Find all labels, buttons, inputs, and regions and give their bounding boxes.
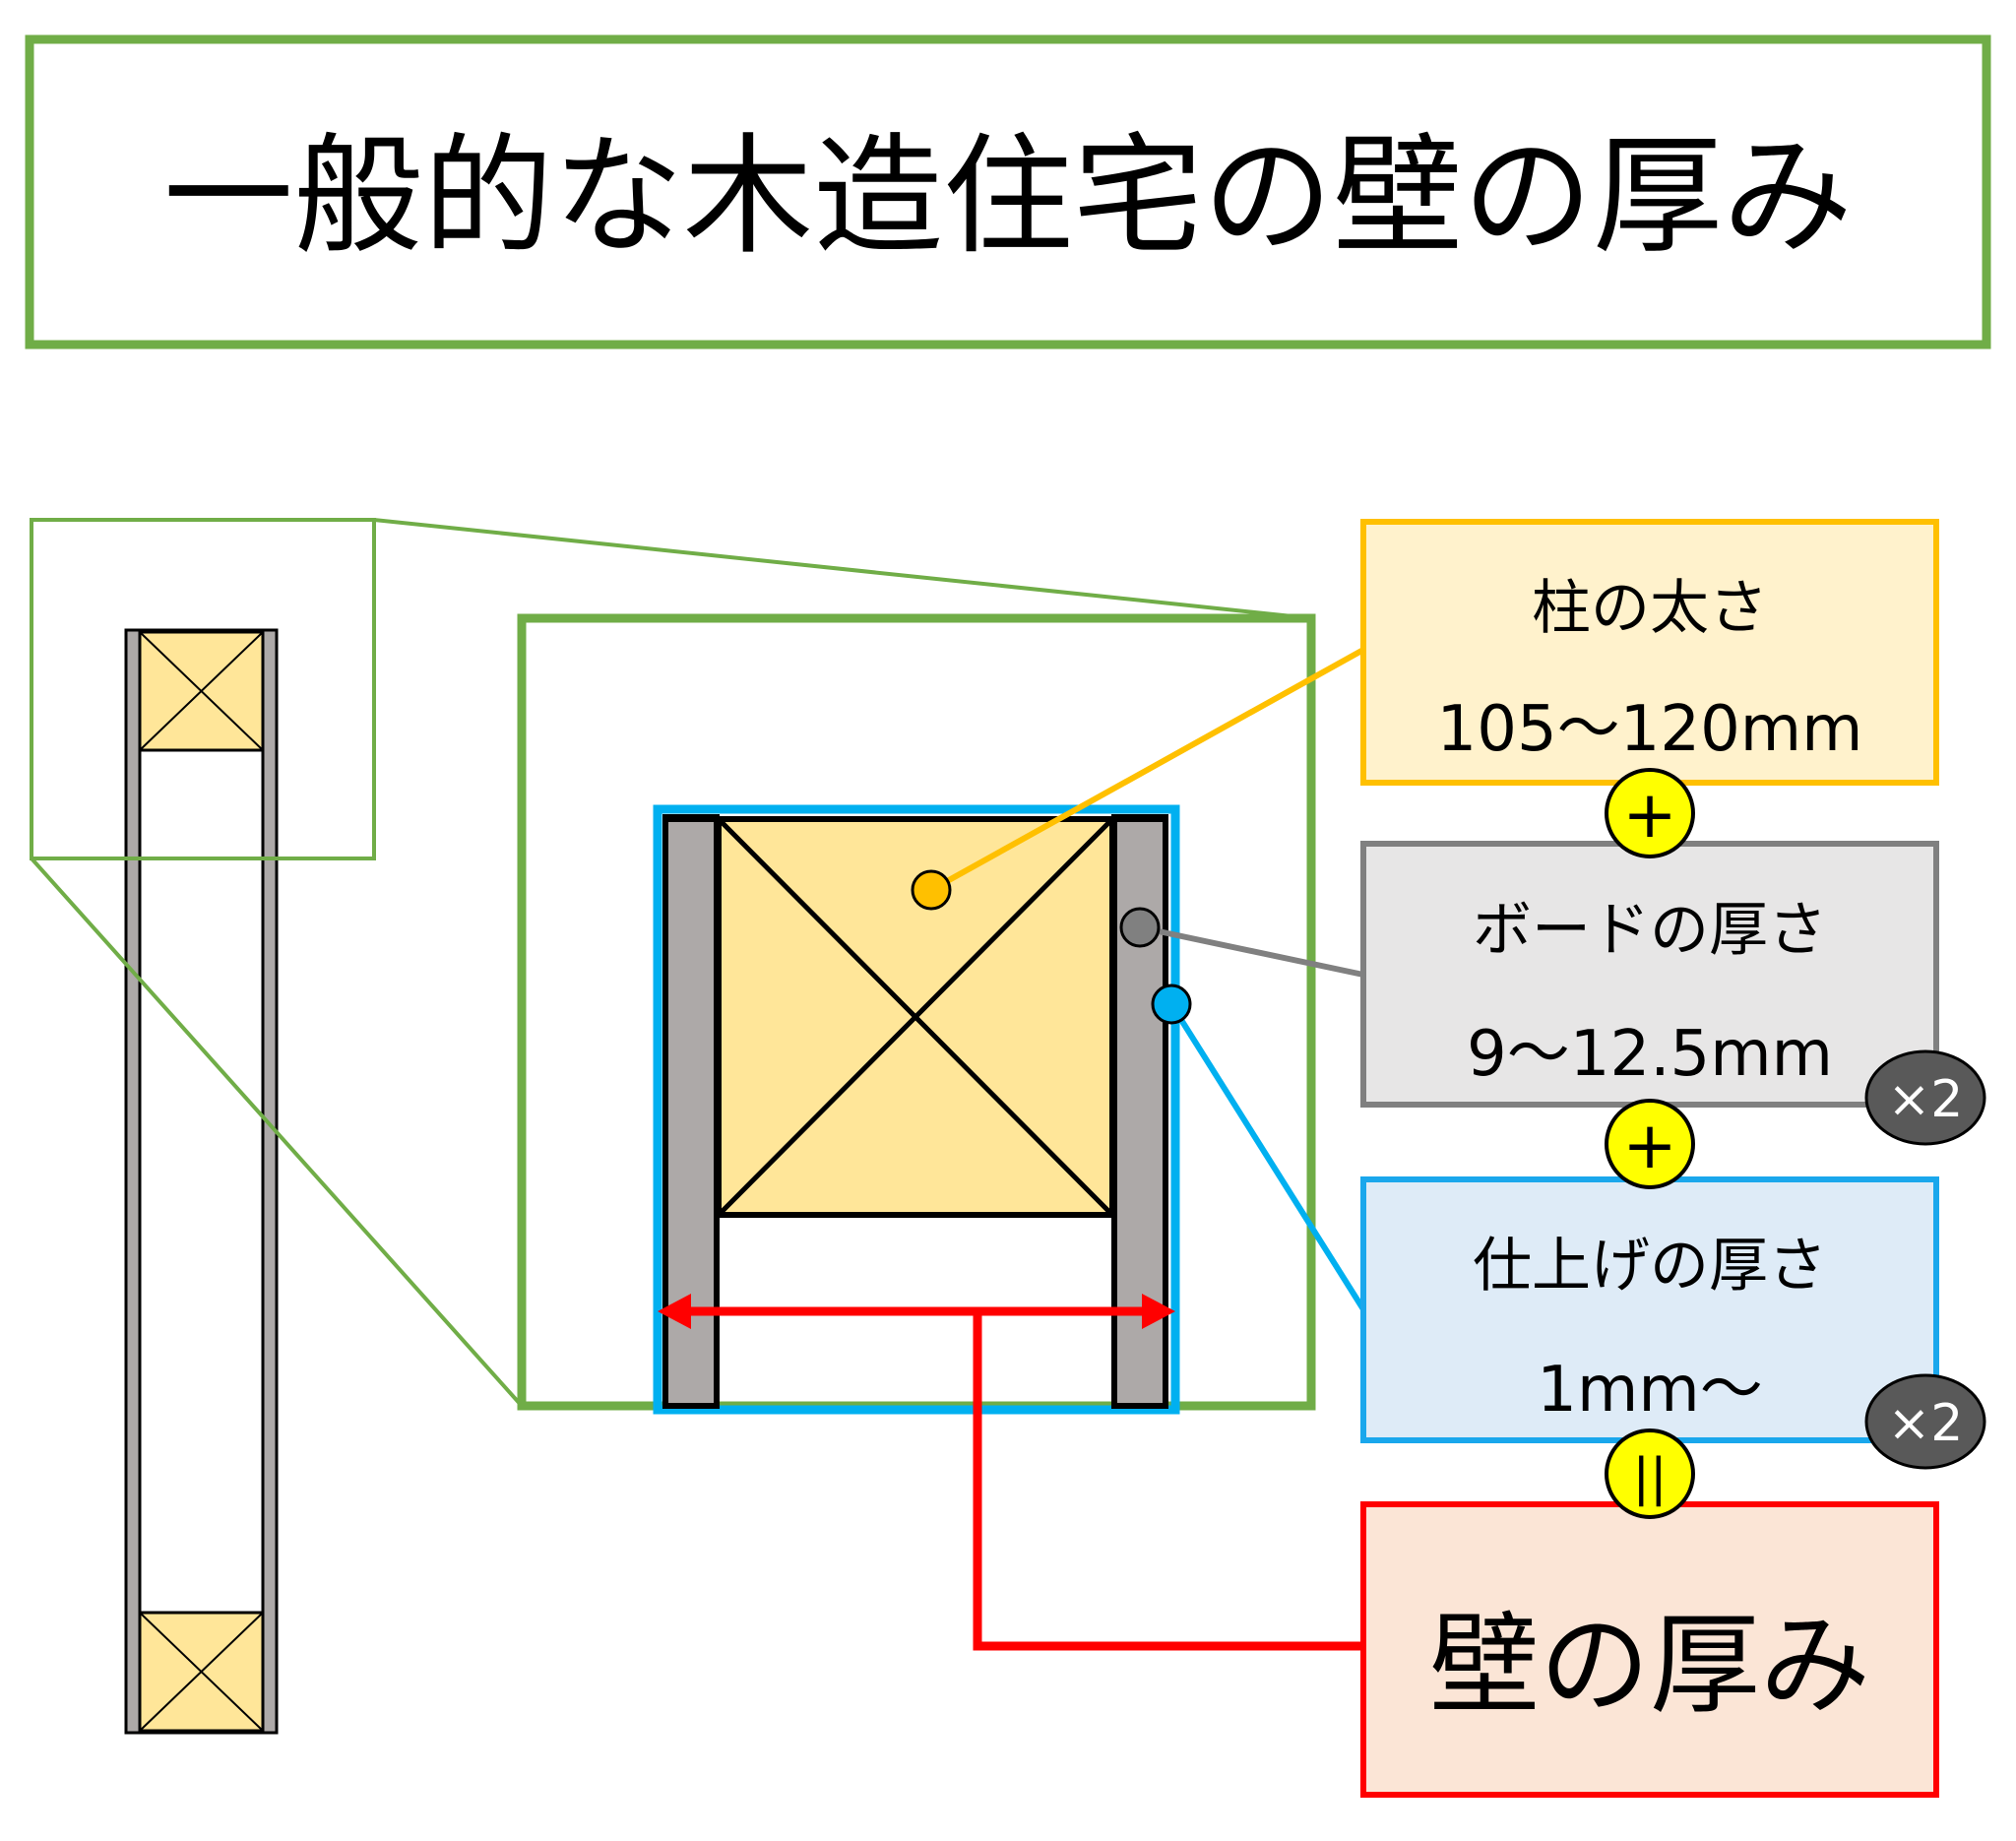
board-thickness-label: ボードの厚さ (1473, 896, 1827, 965)
pillar-size-value: 105〜120mm (1437, 693, 1863, 766)
finish-leader (1168, 1002, 1366, 1311)
zoom-selection-frame (30, 518, 376, 860)
board-left-strip (124, 628, 142, 1735)
zoom-connector-top (373, 518, 1312, 620)
wall-inner-cavity (136, 628, 265, 1735)
title-frame (25, 34, 1991, 349)
finish-multiplier-badge (1864, 1373, 1986, 1470)
page-title: 一般的な木造住宅の壁の厚み (163, 121, 1853, 273)
wall-thickness-dimension (658, 1294, 1363, 1651)
board-leader (1139, 924, 1364, 978)
plus-operator-1 (1605, 768, 1695, 858)
pillar-leader-dot (911, 869, 952, 911)
finish-multiplier-text: ×2 (1888, 1394, 1964, 1453)
board-multiplier-text: ×2 (1888, 1070, 1964, 1129)
board-right-strip (261, 628, 279, 1735)
pillar-size-label: 柱の太さ (1532, 574, 1768, 643)
board-leader-dot (1119, 907, 1161, 948)
pillar-size-box (1360, 519, 1939, 786)
wall-thickness-result-box (1360, 1501, 1939, 1798)
finish-thickness-value: 1mm〜 (1537, 1354, 1762, 1427)
arrow-head-left (658, 1294, 691, 1329)
wall-thickness-result-label: 壁の厚み (1429, 1602, 1870, 1730)
zoom-connector-bottom (30, 857, 524, 1408)
finish-thickness-label: 仕上げの厚さ (1473, 1232, 1827, 1301)
wall-section-overview (124, 628, 279, 1735)
finish-thickness-box (1360, 1176, 1939, 1443)
dimension-leader (973, 1311, 1363, 1651)
equals-operator (1605, 1428, 1695, 1519)
plus-operator-2-text: + (1622, 1108, 1676, 1183)
pillar-leader (929, 647, 1365, 893)
arrow-head-right (1142, 1294, 1175, 1329)
equals-operator-text: || (1632, 1448, 1667, 1507)
finish-layer-outline (653, 804, 1180, 1415)
board-multiplier-badge (1864, 1049, 1986, 1146)
board-thickness-value: 9〜12.5mm (1467, 1018, 1833, 1091)
plus-operator-1-text: + (1622, 777, 1676, 853)
plus-operator-2 (1605, 1099, 1695, 1189)
finish-leader-dot (1151, 984, 1192, 1025)
